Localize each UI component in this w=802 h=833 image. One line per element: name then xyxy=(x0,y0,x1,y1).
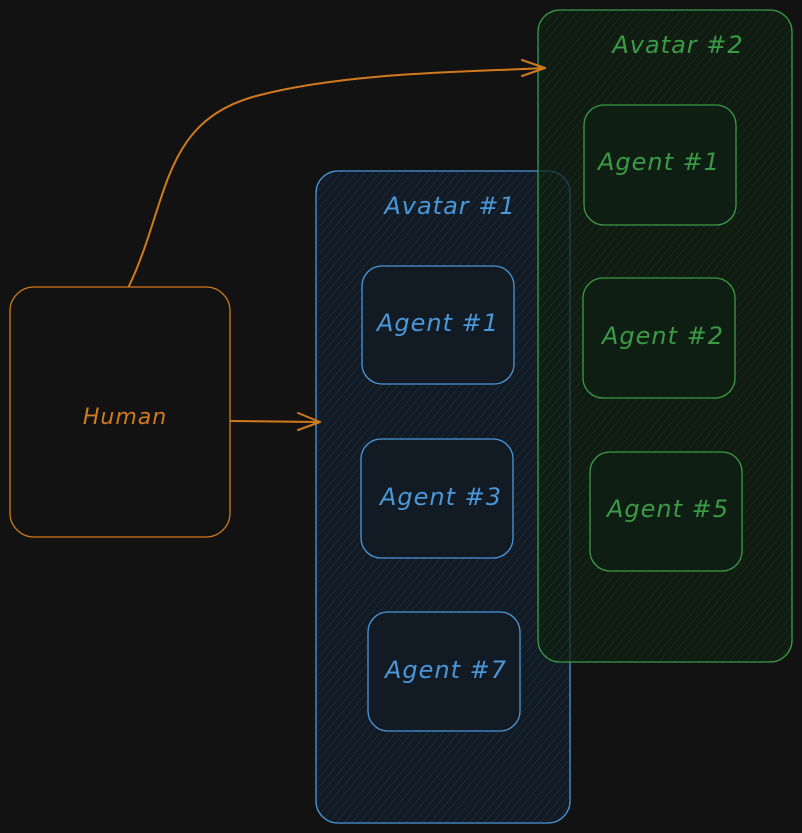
human-group: Human xyxy=(9,286,231,538)
avatar-1-agent-3-label: Agent #3 xyxy=(378,483,502,511)
arrows xyxy=(128,59,546,431)
avatar-2-agent-5-label: Agent #5 xyxy=(605,495,729,523)
avatar-1-title: Avatar #1 xyxy=(382,192,515,220)
arrow-human-to-avatar-1 xyxy=(230,420,321,423)
arrow-human-to-avatar-2 xyxy=(128,67,546,287)
avatar-2-group: Avatar #2 Agent #1 Agent #2 Agent #5 xyxy=(537,9,793,663)
avatar-1-group: Avatar #1 Agent #1 Agent #3 Agent #7 xyxy=(315,170,571,824)
avatar-1-agent-1-label: Agent #1 xyxy=(375,309,499,337)
avatar-1-agent-3-box[interactable] xyxy=(360,438,514,559)
human-box[interactable] xyxy=(9,286,231,538)
avatar-2-agent-1-box[interactable] xyxy=(583,104,737,226)
avatar-1-agent-1-box[interactable] xyxy=(361,265,515,385)
avatar-2-agent-2-label: Agent #2 xyxy=(600,322,724,350)
arrow-human-to-avatar-2-head xyxy=(521,59,546,77)
human-label: Human xyxy=(83,405,167,430)
avatar-2-agent-1-label: Agent #1 xyxy=(596,148,720,176)
avatar-2-agent-5-box[interactable] xyxy=(589,451,743,572)
avatar-2-agent-2-box[interactable] xyxy=(582,277,736,399)
avatar-1-agent-7-box[interactable] xyxy=(367,611,521,732)
avatar-2-title: Avatar #2 xyxy=(610,31,743,59)
arrow-human-to-avatar-1-head xyxy=(297,412,321,431)
avatar-1-agent-7-label: Agent #7 xyxy=(383,656,507,684)
